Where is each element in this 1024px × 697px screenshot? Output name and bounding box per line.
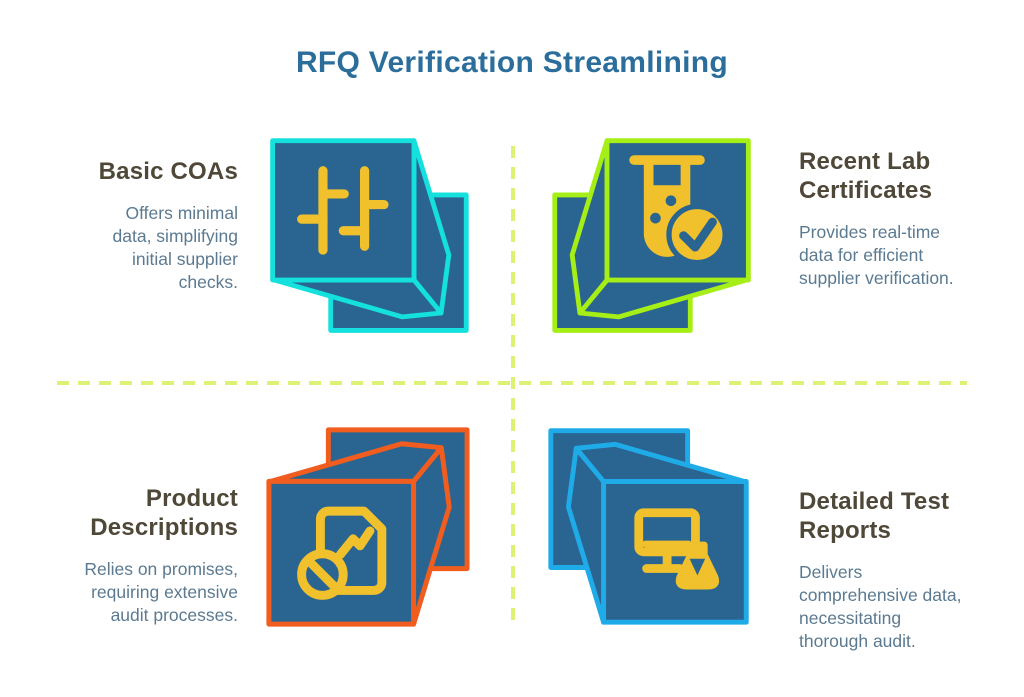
quadrant-body: Provides real-time data for efficient su…: [799, 222, 954, 288]
monitor-flask-box-icon: [543, 417, 758, 632]
filter-sliders-box-icon: [261, 131, 474, 344]
document-blocked-glyph: [297, 506, 387, 600]
test-tube-check-box-icon: [547, 131, 760, 344]
quadrant-body: Offers minimal data, simplifying initial…: [112, 203, 238, 292]
page-title: RFQ Verification Streamlining: [295, 46, 729, 79]
filter-sliders-glyph: [297, 166, 389, 255]
monitor-flask-glyph: [634, 508, 720, 590]
vertical-dashed-divider: [511, 146, 515, 626]
quadrant-detailed-reports-text: Detailed Test Reports Delivers comprehen…: [799, 487, 961, 653]
document-blocked-box-icon: [257, 416, 475, 634]
quadrant-body: Delivers comprehensive data, necessitati…: [799, 562, 962, 651]
quadrant-body: Relies on promises, requiring extensive …: [84, 559, 238, 625]
quadrant-basic-coas-text: Basic COAs Offers minimal data, simplify…: [99, 157, 238, 294]
quadrant-recent-lab-text: Recent Lab Certificates Provides real-ti…: [799, 147, 954, 290]
quadrant-heading: Basic COAs: [98, 158, 238, 185]
quadrant-product-descriptions-text: Product Descriptions Relies on promises,…: [84, 484, 238, 627]
quadrant-heading: Recent Lab Certificates: [799, 148, 933, 204]
quadrant-heading: Detailed Test Reports: [799, 488, 950, 544]
test-tube-check-glyph: [629, 155, 728, 266]
quadrant-heading: Product Descriptions: [90, 485, 238, 541]
